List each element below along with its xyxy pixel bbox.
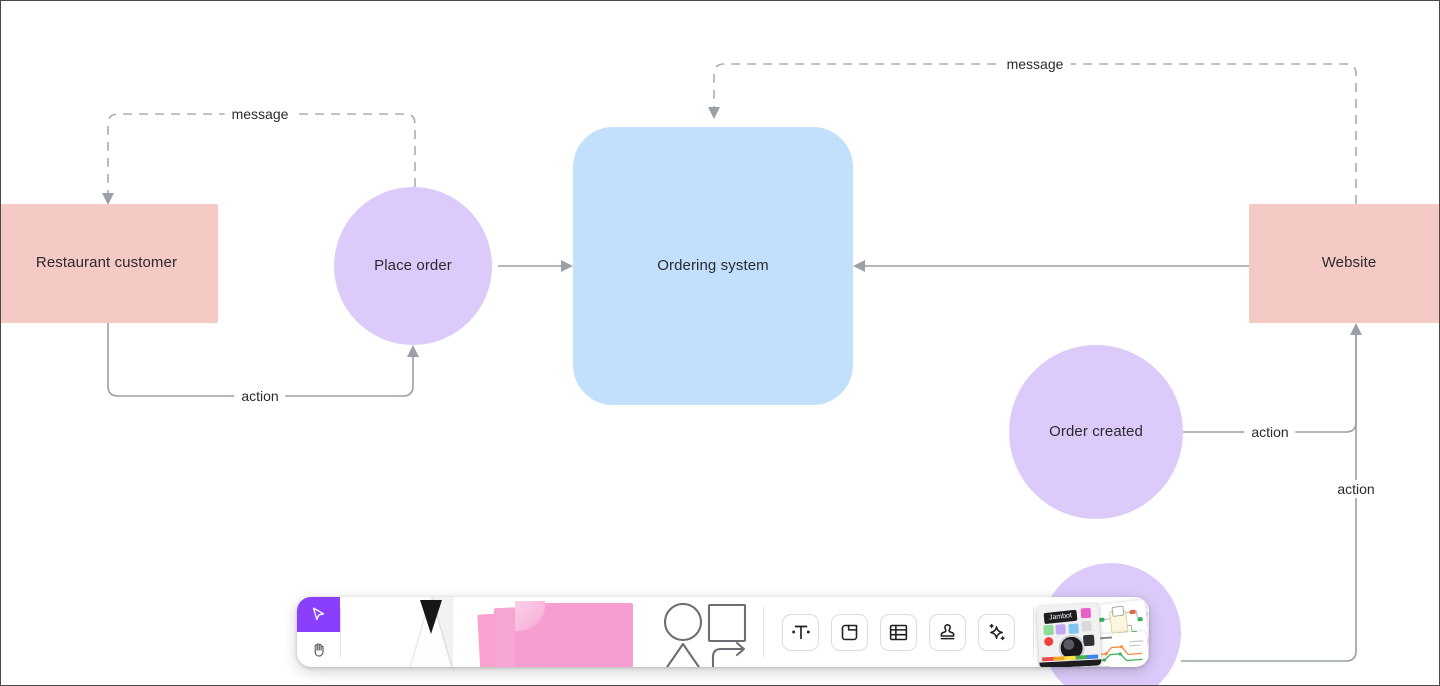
- arrow-shape-icon: [711, 647, 745, 667]
- jambot-chip: [1055, 624, 1066, 635]
- pointer-tool-stack[interactable]: [297, 597, 340, 667]
- jambot-chip: [1043, 624, 1054, 636]
- toolbar-divider: [763, 607, 764, 657]
- triangle-shape-icon: [665, 642, 701, 667]
- jambot-shutter-icon: [1044, 636, 1054, 647]
- object-tools-group[interactable]: [764, 597, 1033, 667]
- edge-action-bottom: [1181, 335, 1357, 662]
- node-restaurant-customer[interactable]: Restaurant customer: [1, 204, 218, 323]
- node-label: Website: [1321, 254, 1377, 272]
- node-website[interactable]: Website: [1249, 204, 1439, 323]
- jambot-chip: [1068, 623, 1079, 635]
- edge-label-action-left: action: [234, 387, 286, 405]
- edge-label-message-left: message: [224, 105, 296, 123]
- select-tool-button[interactable]: [297, 597, 340, 632]
- node-ordering-system[interactable]: Ordering system: [573, 127, 853, 405]
- node-label: Ordering system: [657, 256, 769, 274]
- frame-tool-button[interactable]: [831, 613, 868, 651]
- creation-toolbar[interactable]: Jambot: [297, 597, 1149, 667]
- shapes-icon: [663, 603, 747, 667]
- edge-action-order-created: [1183, 323, 1362, 433]
- node-label: Place order: [374, 256, 452, 274]
- magic-tool-button[interactable]: [978, 613, 1015, 651]
- edge-label-message-right: message: [999, 55, 1071, 73]
- edge-label-action-bottom: action: [1330, 480, 1382, 498]
- square-shape-icon: [707, 603, 747, 643]
- stamp-icon: [940, 623, 955, 639]
- edge-place-order-to-system: [498, 260, 573, 272]
- text-tool-button[interactable]: [782, 613, 819, 651]
- frame-icon: [841, 624, 858, 640]
- table-tool-button[interactable]: [880, 613, 917, 651]
- jambot-card[interactable]: Jambot: [1036, 603, 1102, 667]
- jambot-chip: [1081, 620, 1092, 632]
- node-place-order[interactable]: Place order: [334, 187, 492, 345]
- edge-website-to-system: [853, 260, 1249, 272]
- pan-tool-button[interactable]: [297, 632, 340, 667]
- sticky-note-tool-button[interactable]: [477, 597, 637, 667]
- jambot-card-label: Jambot: [1043, 609, 1078, 625]
- jambot-chip: [1080, 607, 1092, 619]
- pen-icon: [409, 597, 453, 667]
- edge-label-action-created: action: [1244, 423, 1296, 441]
- node-label: Order created: [1049, 422, 1143, 440]
- stamp-tool-button[interactable]: [929, 613, 966, 651]
- text-T-icon: [791, 625, 810, 640]
- toolbar-divider: [340, 607, 341, 657]
- cursor-arrow-icon: [312, 607, 325, 621]
- toolbar-divider: [1033, 607, 1034, 657]
- shapes-tool-button[interactable]: [653, 597, 763, 667]
- hand-icon: [314, 642, 324, 657]
- jambot-square-icon: [1082, 634, 1095, 647]
- pen-tool-button[interactable]: [409, 597, 453, 667]
- widget-tray[interactable]: Jambot: [1034, 597, 1149, 667]
- circle-shape-icon: [663, 603, 703, 642]
- pen-shade: [431, 597, 453, 667]
- node-order-created[interactable]: Order created: [1009, 345, 1183, 519]
- node-label: Restaurant customer: [35, 254, 178, 272]
- drawing-tools-group[interactable]: [341, 597, 653, 667]
- edge-message-left: [102, 113, 416, 205]
- widget-cards-stack[interactable]: Jambot: [1034, 597, 1149, 667]
- table-icon: [889, 624, 908, 640]
- pen-tip-icon: [420, 600, 442, 634]
- sparkle-plus-icon: [989, 623, 1005, 640]
